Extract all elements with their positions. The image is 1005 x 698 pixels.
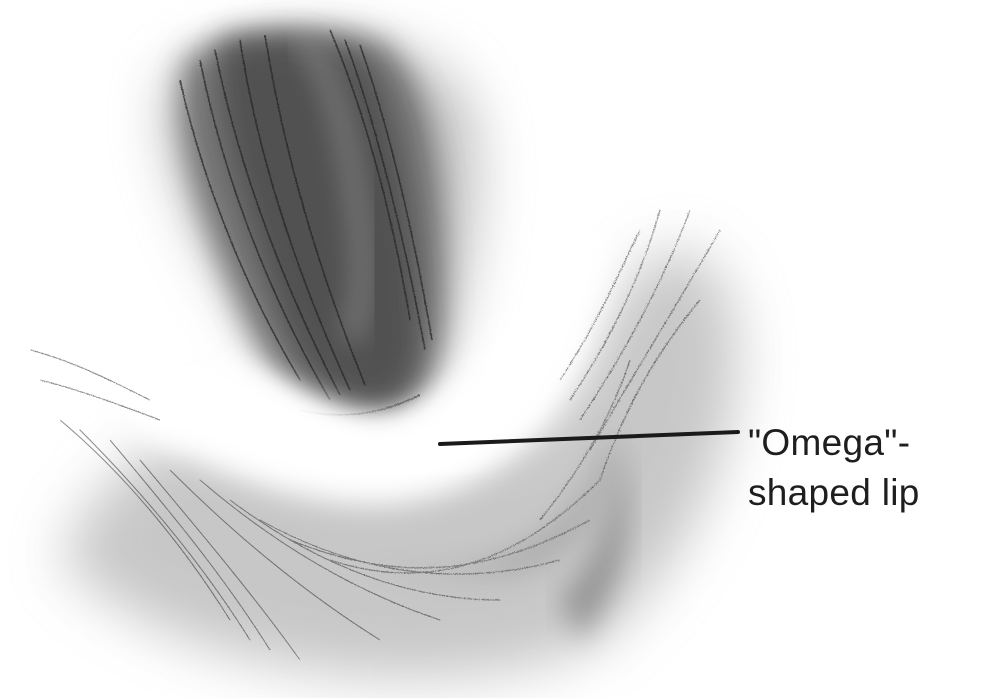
upper-fold [180, 30, 445, 421]
omega-lip-label: "Omega"- shaped lip [748, 418, 920, 518]
label-line-2: shaped lip [748, 468, 920, 518]
label-line-1: "Omega"- [748, 418, 920, 468]
